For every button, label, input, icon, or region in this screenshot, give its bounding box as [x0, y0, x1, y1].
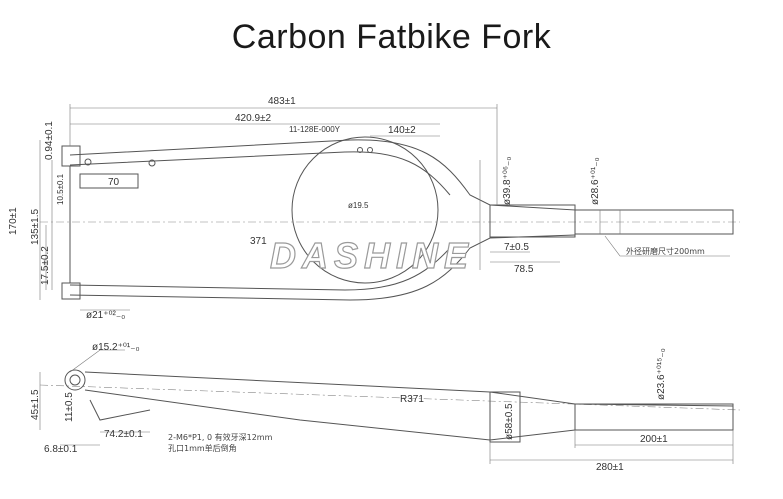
page-title: Carbon Fatbike Fork [231, 18, 552, 56]
side-view [39, 349, 741, 464]
dim-leg-spacing: 135±1.5 [30, 208, 41, 245]
dim-dropout-width: 11±0.5 [64, 392, 75, 422]
dim-steerer-dia: ø28.6⁺⁰¹₋₀ [590, 157, 601, 205]
dim-total-height: 170±1 [8, 207, 19, 235]
dim-blade-thickness: 0.94±0.1 [44, 121, 55, 160]
dim-axle-dia: ø21⁺⁰²₋₀ [86, 310, 125, 321]
dim-steerer-length: 200±1 [640, 434, 668, 445]
mount-hole [357, 147, 363, 153]
dim-dropout-dia: ø15.2⁺⁰¹₋₀ [92, 342, 140, 353]
dim-mount-spacing: 74.2±0.1 [104, 429, 143, 440]
side-crown [489, 391, 521, 443]
dim-dropout-offset: 10.5±0.1 [56, 173, 65, 205]
thread-note-line1: 2-M6*P1, 0 有效牙深12mm [168, 432, 273, 442]
disc-mount-box [79, 173, 139, 189]
crown-race [489, 204, 576, 238]
dim-steerer-taper: 140±2 [388, 125, 416, 136]
thread-note-line2: 孔口1mm单后倒角 [168, 443, 237, 453]
lower-dropout [61, 282, 81, 300]
dim-crown-race-height: 7±0.5 [504, 242, 529, 253]
steerer-tube [574, 209, 734, 235]
dropout-circle [64, 369, 86, 391]
watermark: DASHINE [270, 235, 474, 276]
dim-disc-mount: 70 [108, 177, 120, 188]
dim-crown-race-dia: ø39.8⁺⁰⁶₋₀ [502, 157, 513, 205]
side-steerer [574, 403, 734, 431]
mount-reference: 11-128E-000Y [289, 125, 341, 134]
side-center-line [39, 384, 741, 411]
dim-wheel-clearance: ø19.5 [348, 201, 369, 210]
dim-blade-length: 371 [250, 236, 267, 247]
mount-hole [84, 158, 92, 166]
dropout-leader [69, 349, 125, 373]
dim-overall-length: 483±1 [268, 96, 296, 107]
note-leader [604, 235, 730, 257]
mount-hole [148, 159, 156, 167]
dim-dropout-height: 45±1.5 [30, 389, 41, 420]
upper-blade-inner [69, 151, 451, 196]
lower-blade [69, 234, 576, 301]
grind-note: 外径研磨尺寸200mm [626, 246, 705, 256]
wheel-clearance-circle [291, 136, 439, 284]
upper-blade [69, 139, 576, 211]
dim-side-steerer-dia: ø23.6⁺⁰¹⁵₋₀ [656, 348, 667, 400]
mount-hole [367, 147, 373, 153]
dim-disc-offset: 6.8±0.1 [44, 444, 78, 455]
dim-crown-to-steerer: 420.9±2 [235, 113, 272, 124]
side-blade-upper [84, 371, 734, 407]
top-view [39, 104, 740, 311]
dim-crown-height: 78.5 [514, 264, 534, 275]
dim-overall-side: 280±1 [596, 462, 624, 473]
lower-blade-inner [69, 247, 451, 291]
dim-lower-offset: 17.5±0.2 [40, 246, 51, 285]
dim-rake-radius: R371 [400, 394, 424, 405]
disc-mount-tab [89, 399, 151, 421]
upper-dropout [61, 145, 81, 167]
dropout-axle [69, 374, 81, 386]
dim-crown-dia: ø58±0.5 [504, 403, 515, 440]
